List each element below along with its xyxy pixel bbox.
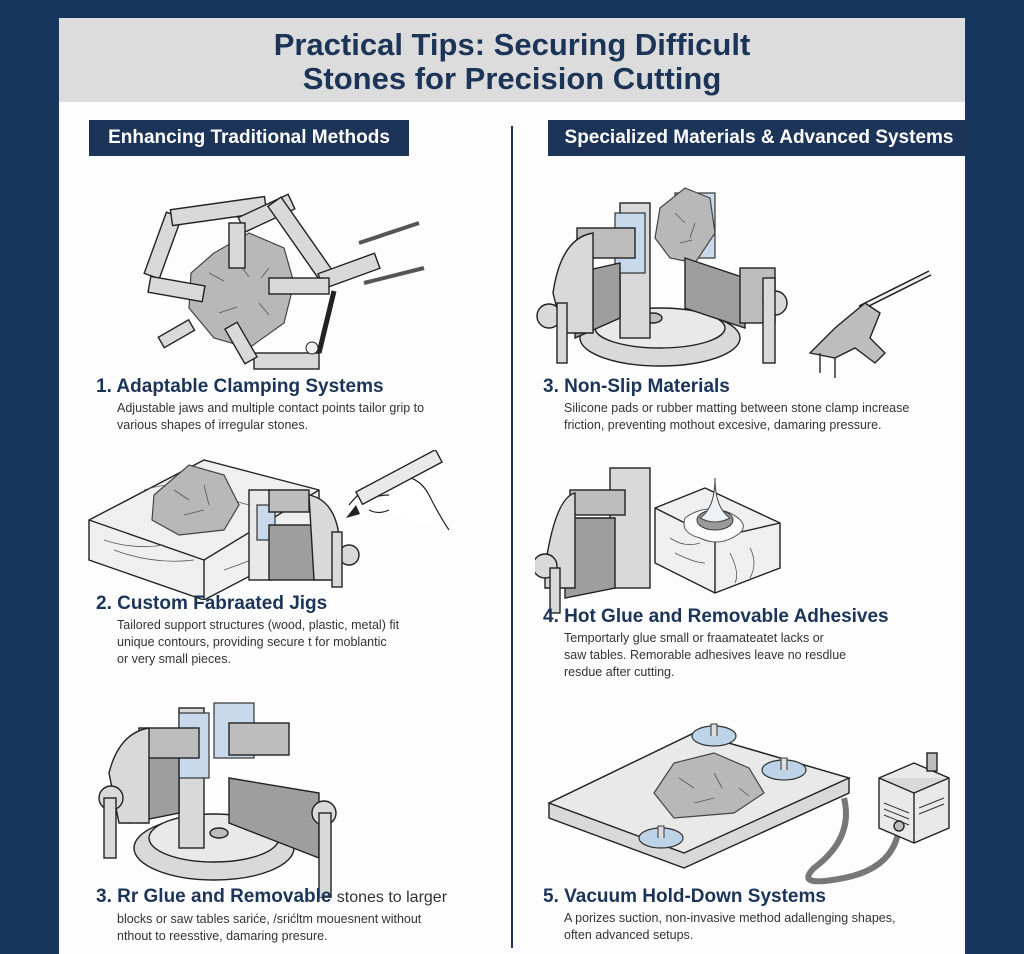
tip-title-text: 3. Rr Glue and Removable — [96, 886, 332, 907]
tip-line: friction, preventing mothout excesive, d… — [564, 418, 882, 432]
vacuum-pump-icon — [878, 752, 950, 844]
tip-description: Tailored support structures (wood, plast… — [117, 617, 399, 668]
vacuum-hold-down-illustration — [547, 723, 950, 885]
stone-icon — [653, 752, 765, 819]
rotating-vise-illustration — [98, 702, 337, 898]
hot-glue-illustration — [535, 467, 781, 614]
tip-description: Silicone pads or rubber matting between … — [564, 400, 909, 434]
tip-line: A porizes suction, non-invasive method a… — [564, 911, 896, 925]
tip-title: 2. Custom Fabraated Jigs — [96, 593, 328, 614]
tip-vacuum-hold-down: 5. Vacuum Hold-Down Systems A porizes su… — [543, 886, 895, 944]
tip-title: 4. Hot Glue and Removable Adhesives — [543, 606, 889, 627]
tip-non-slip-materials: 3. Non-Slip Materials Silicone pads or r… — [543, 376, 909, 434]
suction-cup-icon — [761, 757, 807, 781]
section-heading-traditional: Enhancing Traditional Methods — [89, 120, 409, 156]
tip-line: resdue after cutting. — [564, 665, 675, 679]
tip-line: nthout to reesstive, damaring presure. — [117, 929, 328, 943]
articulated-clamp-illustration — [143, 193, 425, 370]
section-heading-advanced: Specialized Materials & Advanced Systems — [548, 120, 970, 156]
tip-line: unique contours, providing secure t for … — [117, 635, 387, 649]
stone-icon — [654, 187, 716, 264]
tip-line: various shapes of irregular stones. — [117, 418, 309, 432]
tip-line: Tailored support structures (wood, plast… — [117, 618, 400, 632]
tip-line: or very small pieces. — [117, 652, 231, 666]
tip-title: 1. Adaptable Clamping Systems — [96, 376, 384, 397]
stone-icon — [151, 464, 240, 536]
page-title-line-1: Practical Tips: Securing Difficult — [273, 27, 751, 62]
suction-cup-icon — [638, 825, 684, 849]
tip-line: saw tables. Remorable adhesives leave no… — [564, 648, 847, 662]
tip-title: 3. Non-Slip Materials — [543, 376, 730, 397]
column-divider — [511, 126, 513, 948]
infographic-panel: Practical Tips: Securing Difficult Stone… — [59, 18, 970, 954]
tip-custom-jigs: 2. Custom Fabraated Jigs Tailored suppor… — [96, 593, 399, 668]
tip-line: Temportarly glue small or fraamateatet l… — [564, 631, 824, 645]
tip-line: blocks or saw tables sariće, /srićltm mo… — [117, 912, 422, 926]
tip-glue-removable-left: 3. Rr Glue and Removable stones to large… — [96, 886, 447, 945]
custom-jig-illustration — [88, 450, 450, 600]
glue-gun-icon — [808, 270, 932, 378]
tip-description: Temportarly glue small or fraamateatet l… — [564, 630, 889, 681]
tip-description: Adjustable jaws and multiple contact poi… — [117, 400, 424, 434]
tip-line: Adjustable jaws and multiple contact poi… — [117, 401, 425, 415]
non-slip-vise-illustration — [536, 187, 932, 378]
tip-description: A porizes suction, non-invasive method a… — [564, 910, 895, 944]
page-title-line-2: Stones for Precision Cutting — [302, 61, 722, 96]
tip-title-suffix: stones to larger — [336, 889, 448, 906]
tip-hot-glue-adhesives: 4. Hot Glue and Removable Adhesives Temp… — [543, 606, 889, 681]
suction-cup-icon — [691, 723, 737, 747]
tip-line: often advanced setups. — [564, 928, 694, 942]
tip-description: blocks or saw tables sariće, /srićltm mo… — [117, 911, 447, 945]
tip-line: Silicone pads or rubber matting between … — [564, 401, 910, 415]
tip-title: 5. Vacuum Hold-Down Systems — [543, 886, 826, 907]
title-band: Practical Tips: Securing Difficult Stone… — [59, 18, 965, 102]
tip-title: 3. Rr Glue and Removable stones to large… — [96, 886, 447, 909]
tip-adaptable-clamping: 1. Adaptable Clamping Systems Adjustable… — [96, 376, 424, 434]
